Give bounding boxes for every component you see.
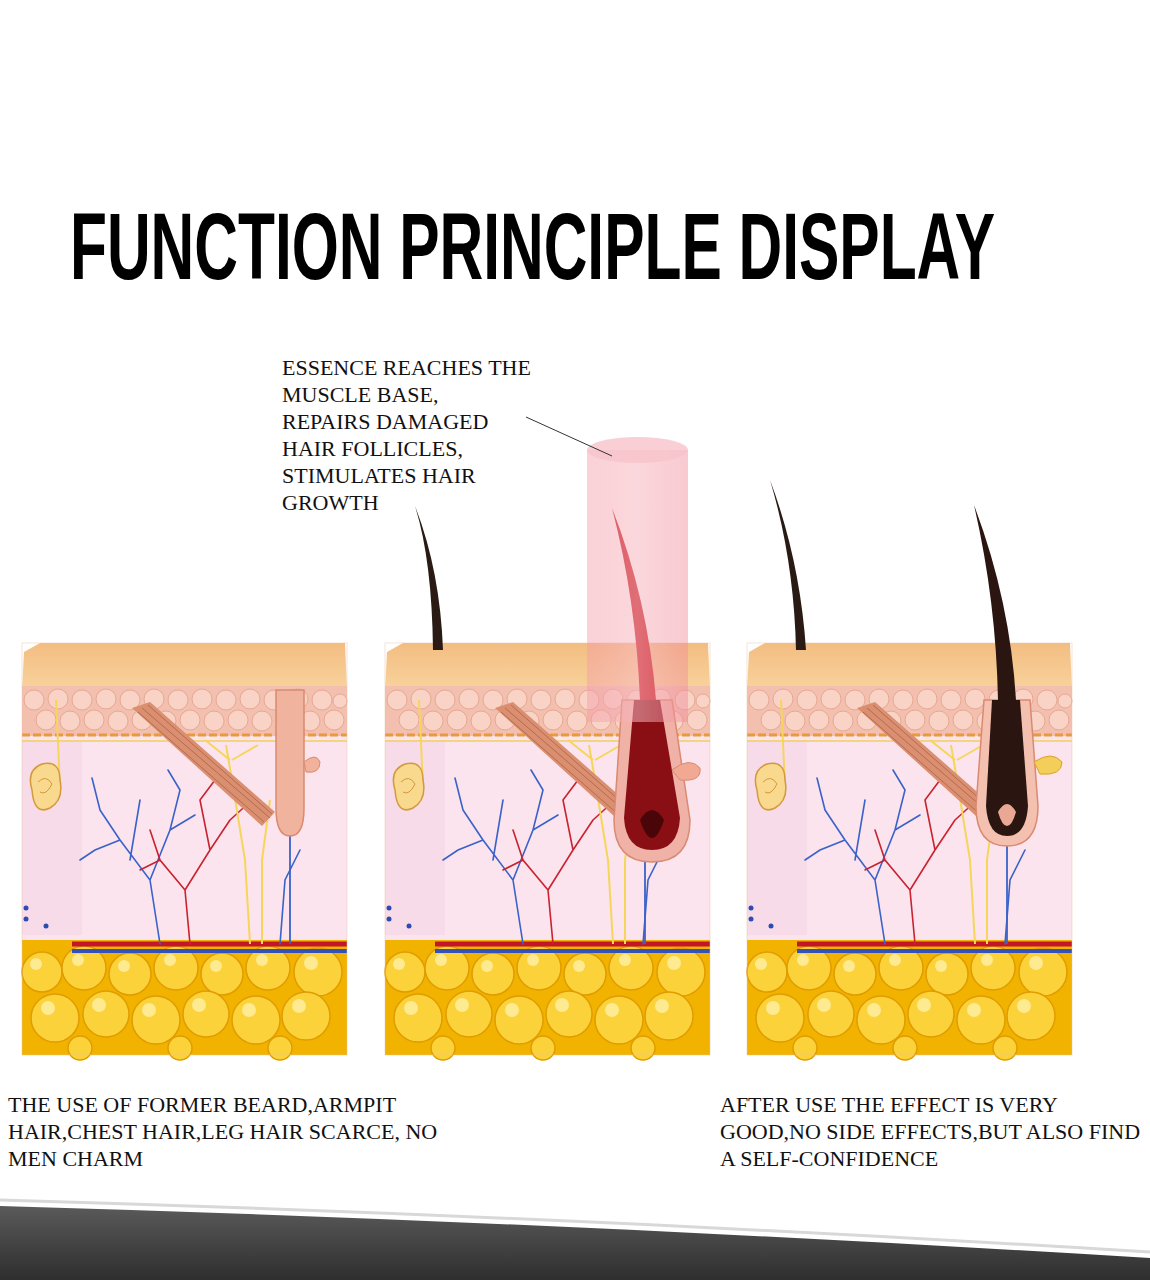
title-text: FUNCTION PRINCIPLE DISPLAY [70, 200, 995, 294]
title-heading: FUNCTION PRINCIPLE DISPLAY [70, 200, 1150, 294]
callout-text: ESSENCE REACHES THE MUSCLE BASE, REPAIRS… [282, 354, 532, 516]
before-caption: THE USE OF FORMER BEARD,ARMPIT HAIR,CHES… [8, 1091, 484, 1172]
after-caption: AFTER USE THE EFFECT IS VERY GOOD,NO SID… [720, 1091, 1146, 1172]
